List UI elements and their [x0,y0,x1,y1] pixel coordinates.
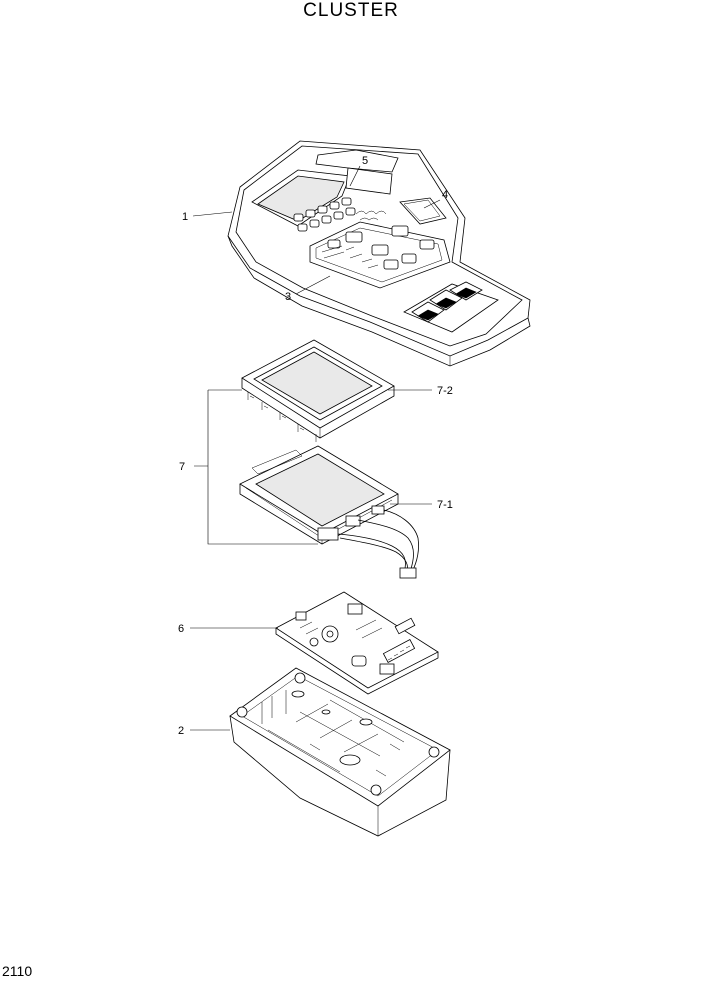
front-cover-part [227,140,531,367]
circuit-board-part [275,591,439,695]
callout-4: 4 [442,189,448,201]
callout-3: 3 [285,291,291,303]
callout-5: 5 [362,155,368,167]
leader-lines [190,165,441,731]
callout-7-2: 7-2 [437,385,453,397]
callout-7-1: 7-1 [437,499,453,511]
callout-2: 2 [178,725,184,737]
lcd-module-part [239,445,419,579]
callout-6: 6 [178,623,184,635]
lcd-frame-part [241,339,395,442]
callout-7: 7 [179,461,185,473]
rear-case-part [229,667,451,837]
callout-1: 1 [182,211,188,223]
page-title: CLUSTER [303,0,399,21]
page-number: 2110 [2,963,33,979]
